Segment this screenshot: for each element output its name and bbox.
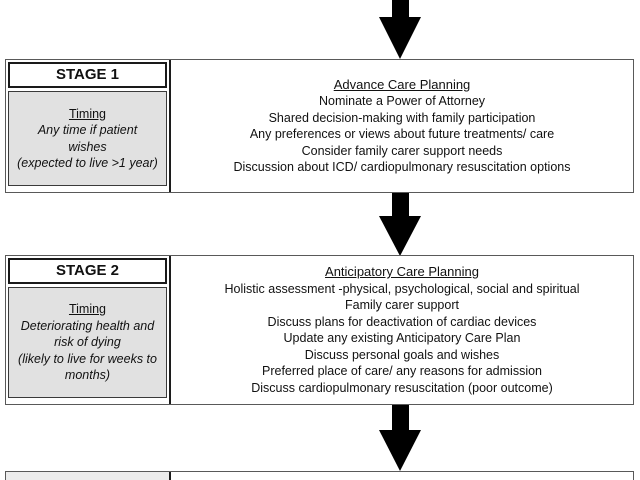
down-arrow-shaft	[391, 405, 409, 430]
down-arrow-head	[379, 216, 421, 256]
stage-2-label: STAGE 2	[8, 258, 167, 284]
content-line: Discuss personal goals and wishes	[304, 347, 500, 362]
content-line: Family carer support	[345, 298, 459, 312]
stage-2-left-panel: STAGE 2 Timing Deteriorating health and …	[6, 256, 171, 404]
content-line: Discussion about ICD/ cardiopulmonary re…	[233, 160, 571, 174]
timing-line: (expected to live >1 year)	[17, 156, 158, 170]
timing-heading: Timing	[68, 302, 107, 317]
stage-3-left-panel	[6, 472, 171, 480]
stage-1-label: STAGE 1	[8, 62, 167, 88]
down-arrow-icon	[378, 0, 422, 59]
timing-line: Deteriorating health and risk of dying	[20, 318, 155, 350]
stage-2-content-panel: Anticipatory Care Planning Holistic asse…	[171, 256, 633, 404]
timing-line: Any time if patient wishes	[37, 123, 138, 154]
content-line: Holistic assessment -physical, psycholog…	[224, 281, 580, 296]
content-line: Consider family carer support needs	[301, 143, 503, 158]
down-arrow-head	[379, 430, 421, 471]
stage-1-left-panel: STAGE 1 Timing Any time if patient wishe…	[6, 60, 171, 192]
stage-3-box-partial	[5, 471, 634, 480]
timing-line: (likely to live for weeks to months)	[18, 351, 157, 383]
down-arrow-shaft	[391, 193, 409, 216]
stage-1-content-title: Advance Care Planning	[333, 76, 471, 92]
down-arrow-icon	[378, 405, 422, 471]
stage-1-timing-box: Timing Any time if patient wishes (expec…	[8, 91, 167, 186]
content-line: Update any existing Anticipatory Care Pl…	[283, 331, 521, 345]
down-arrow-head	[379, 17, 421, 59]
content-line: Shared decision-making with family parti…	[268, 110, 536, 125]
content-line: Discuss cardiopulmonary resuscitation (p…	[251, 380, 553, 395]
stage-1-box: STAGE 1 Timing Any time if patient wishe…	[5, 59, 634, 193]
content-line: Discuss plans for deactivation of cardia…	[267, 314, 537, 329]
timing-heading: Timing	[68, 106, 107, 121]
content-line: Preferred place of care/ any reasons for…	[262, 364, 542, 378]
content-line: Nominate a Power of Attorney	[318, 94, 486, 108]
stage-1-content-panel: Advance Care Planning Nominate a Power o…	[171, 60, 633, 192]
down-arrow-icon	[378, 193, 422, 256]
stage-3-content-panel	[171, 472, 633, 480]
stage-2-timing-box: Timing Deteriorating health and risk of …	[8, 287, 167, 398]
content-line: Any preferences or views about future tr…	[249, 127, 555, 141]
stage-2-box: STAGE 2 Timing Deteriorating health and …	[5, 255, 634, 405]
stage-2-content-title: Anticipatory Care Planning	[325, 264, 479, 279]
down-arrow-shaft	[391, 0, 409, 17]
